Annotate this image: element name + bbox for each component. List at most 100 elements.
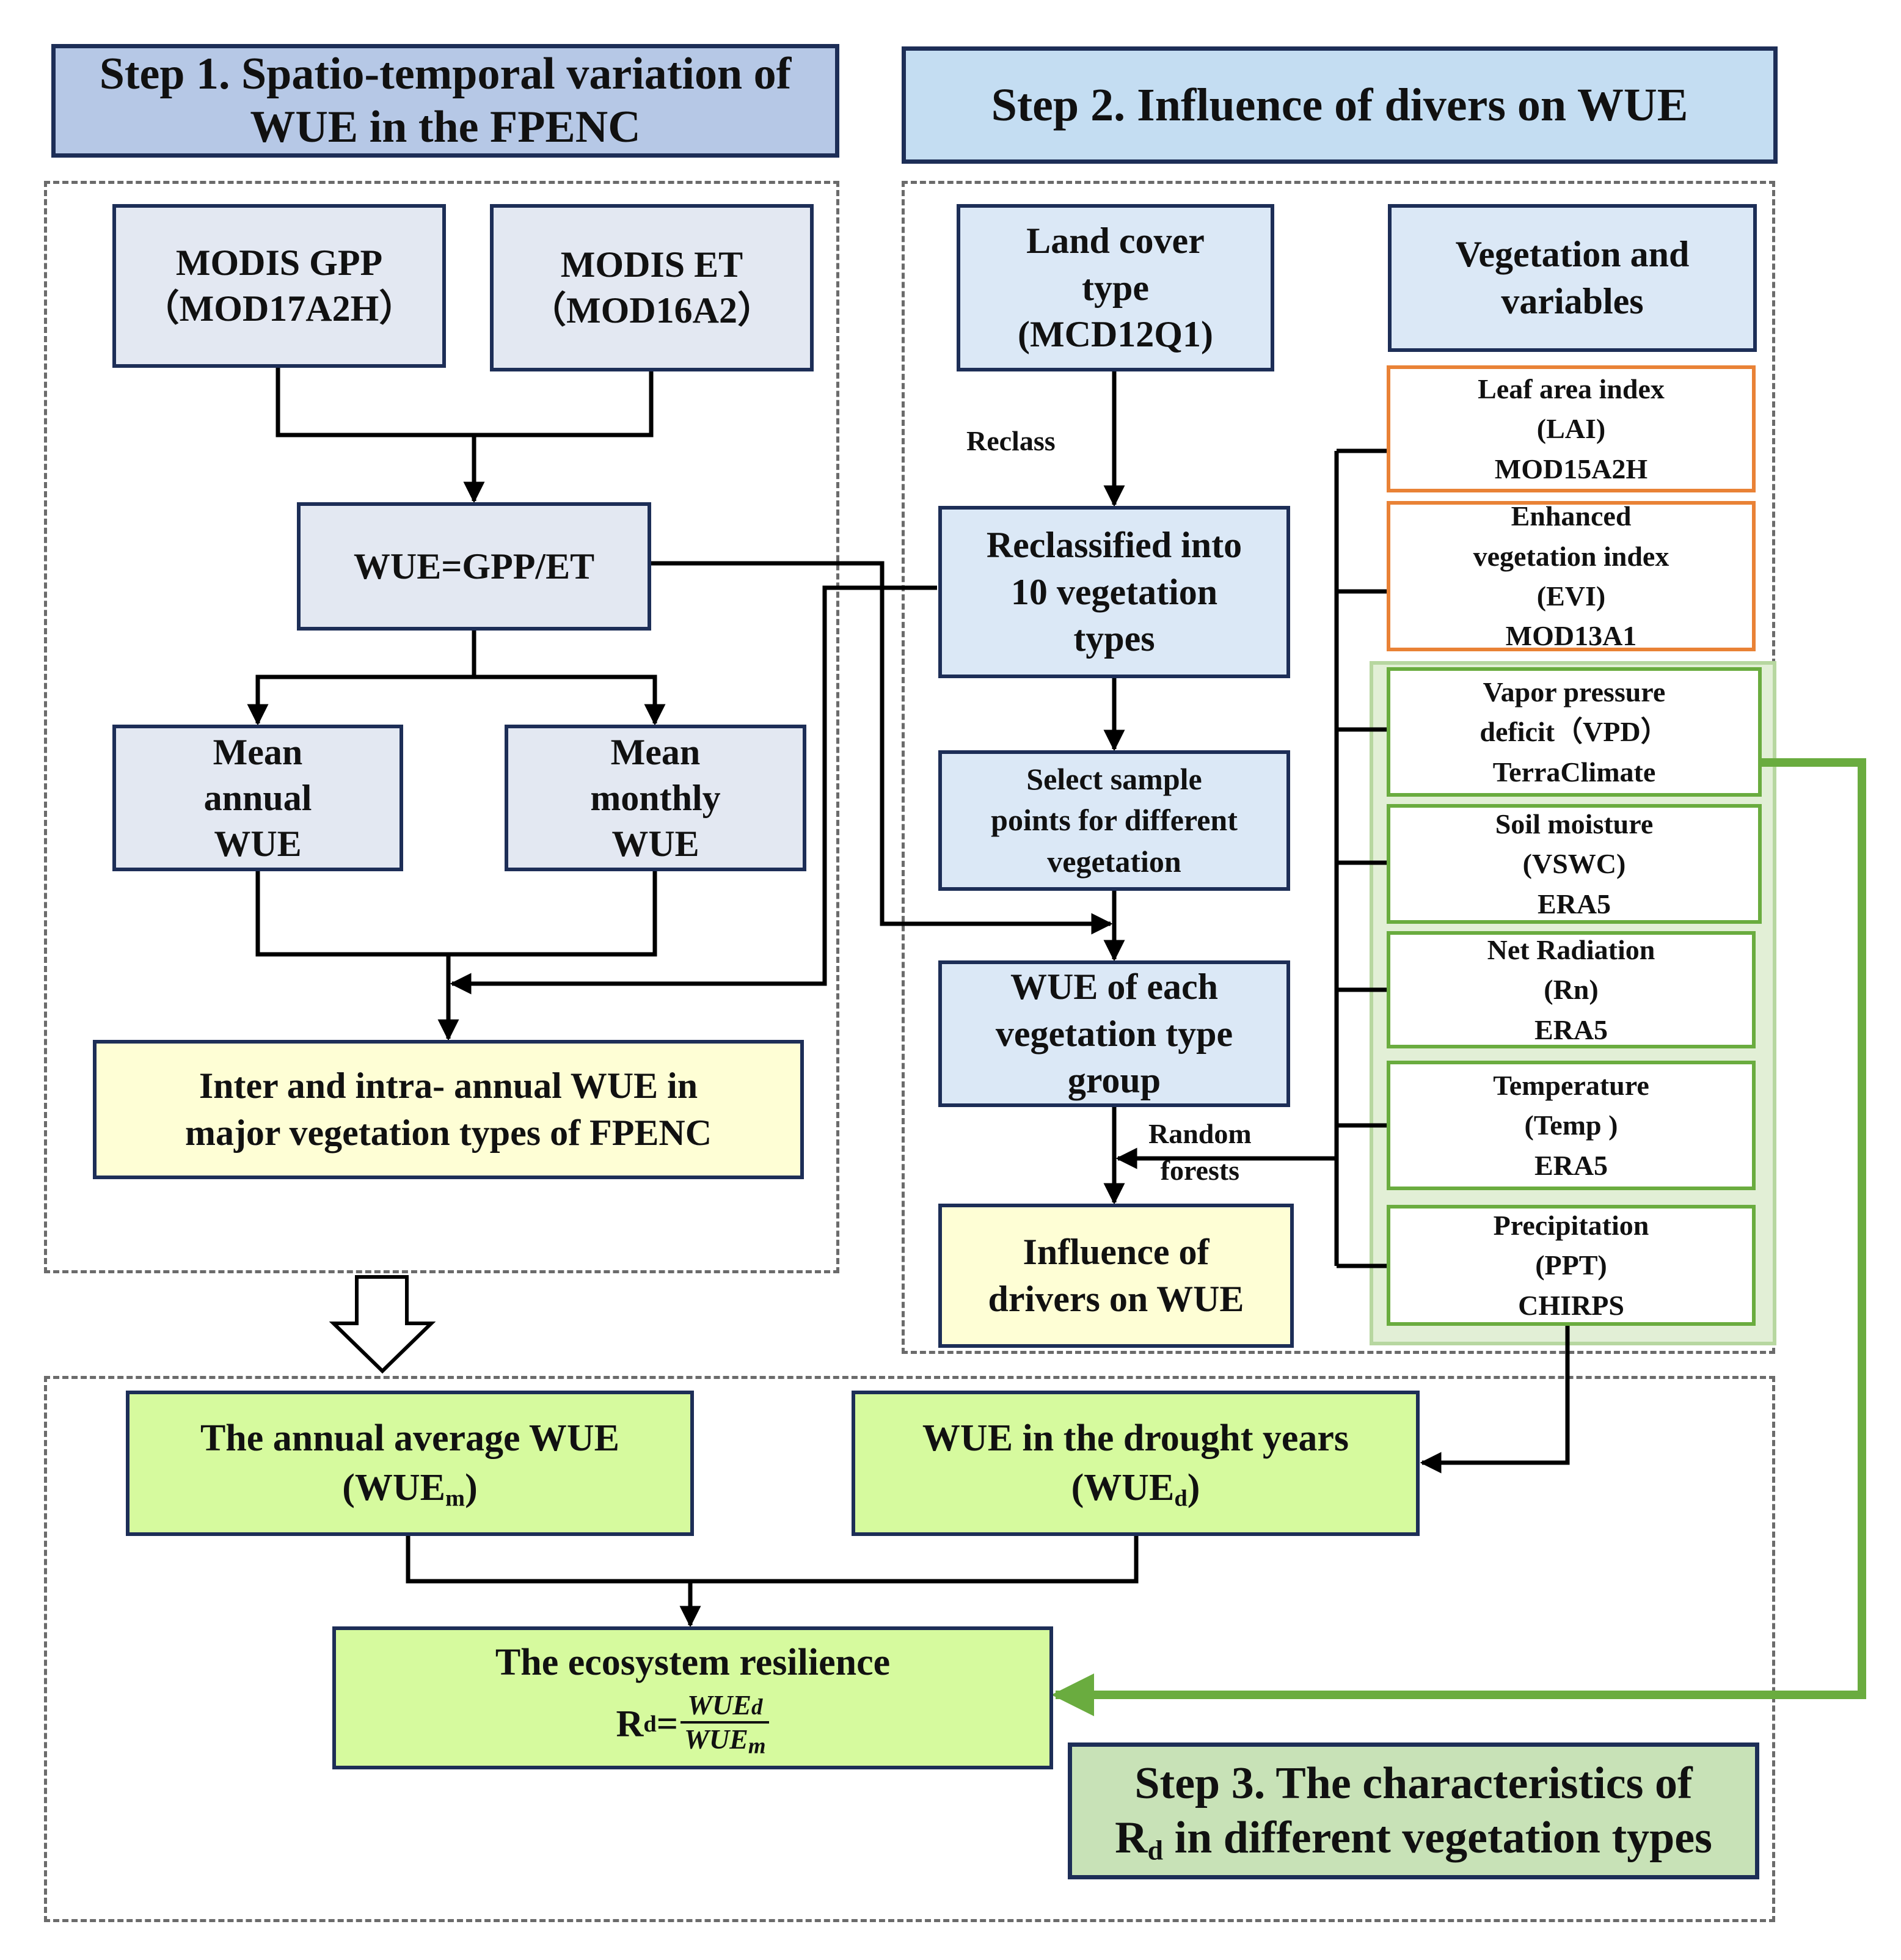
denominator-sub: m [748, 1733, 766, 1758]
ppt-line: (PPT) [1535, 1249, 1607, 1281]
mean-monthly-line: monthly [590, 777, 721, 818]
select-sample-line: points for different [991, 803, 1238, 838]
evi-line: MOD13A1 [1505, 620, 1637, 652]
step3-rest: in different vegetation types [1163, 1813, 1712, 1863]
sm-line: Soil moisture [1495, 808, 1654, 840]
drought-sym: (WUEd) [1071, 1463, 1200, 1513]
drought-close: ) [1187, 1467, 1200, 1508]
reclassified-line: Reclassified into [986, 524, 1242, 565]
resilience-fraction: WUEd WUEm [680, 1691, 770, 1758]
inter-intra-annual-box: Inter and intra- annual WUE in major veg… [93, 1040, 804, 1179]
reclassified-line: 10 vegetation [1010, 571, 1218, 612]
inter-intra-line: Inter and intra- annual WUE in [199, 1066, 698, 1106]
mean-annual-line: annual [203, 777, 312, 818]
step3-header-line: Rd in different vegetation types [1115, 1811, 1712, 1865]
land-cover-line: Land cover [1026, 220, 1205, 261]
rn-line: ERA5 [1534, 1014, 1608, 1045]
rn-line: Net Radiation [1487, 934, 1655, 966]
rn-line: (Rn) [1544, 974, 1599, 1006]
annual-average-line: The annual average WUE [200, 1417, 620, 1460]
annual-average-wue-box: The annual average WUE (WUEm) [126, 1391, 694, 1536]
wue-each-line: vegetation type [995, 1013, 1233, 1054]
step2-header: Step 2. Influence of divers on WUE [902, 46, 1778, 164]
wue-each-line: group [1067, 1060, 1161, 1101]
sm-line: (VSWC) [1522, 848, 1626, 880]
temperature-box: Temperature (Temp ) ERA5 [1387, 1061, 1756, 1190]
resilience-line: The ecosystem resilience [495, 1641, 891, 1683]
evi-box: Enhanced vegetation index (EVI) MOD13A1 [1387, 500, 1756, 651]
influence-of-drivers-box: Influence of drivers on WUE [938, 1204, 1294, 1348]
step1-region [44, 181, 839, 1273]
modis-gpp-box: MODIS GPP （MOD17A2H） [112, 204, 446, 368]
mean-annual-line: WUE [214, 823, 302, 864]
step3-r-sub: d [1147, 1834, 1164, 1866]
veg-vars-line: variables [1501, 281, 1644, 321]
precipitation-box: Precipitation (PPT) CHIRPS [1387, 1205, 1756, 1326]
annual-average-sym: (WUEm) [342, 1463, 477, 1513]
drought-sub: d [1174, 1485, 1188, 1512]
resilience-eq: = [656, 1703, 679, 1745]
wue-split-line [247, 629, 476, 726]
step1-to-step3-hollow-arrow [329, 1275, 436, 1374]
reclass-label: Reclass [966, 425, 1056, 456]
lai-box: Leaf area index (LAI) MOD15A2H [1387, 365, 1756, 492]
mean-annual-wue-box: Mean annual WUE [112, 725, 403, 871]
drought-years-wue-box: WUE in the drought years (WUEd) [852, 1391, 1420, 1536]
resilience-denominator: WUEm [680, 1724, 769, 1758]
random-forests-label: Random forests [1148, 1116, 1252, 1189]
reclassified-line: types [1073, 618, 1155, 659]
wue-formula-box: WUE=GPP/ET [297, 502, 651, 631]
mean-annual-line: Mean [213, 731, 303, 772]
sm-line: ERA5 [1537, 888, 1611, 920]
vpd-box: Vapor pressure deficit（VPD） TerraClimate [1387, 667, 1762, 797]
ppt-to-drought-arrow [1420, 1325, 1570, 1474]
mean-monthly-line: WUE [611, 823, 699, 864]
mean-monthly-wue-box: Mean monthly WUE [505, 725, 806, 871]
select-sample-box: Select sample points for different veget… [938, 750, 1290, 891]
modis-et-line: MODIS ET [560, 244, 743, 285]
gpp-et-merge-line [275, 367, 654, 437]
soil-moisture-box: Soil moisture (VSWC) ERA5 [1387, 804, 1762, 924]
wue-each-line: WUE of each [1010, 966, 1218, 1007]
annual-average-close: ) [465, 1467, 478, 1508]
temp-line: (Temp ) [1524, 1110, 1618, 1141]
drought-paren: (WUE [1071, 1467, 1175, 1508]
land-cover-line: type [1082, 267, 1149, 308]
land-cover-line: (MCD12Q1) [1018, 314, 1213, 355]
step1-header: Step 1. Spatio-temporal variation of WUE… [51, 44, 839, 158]
random-forests-line: Random [1148, 1118, 1252, 1149]
modis-gpp-line: （MOD17A2H） [142, 288, 416, 329]
step3-region [44, 1376, 1775, 1922]
mean-monthly-line: Mean [610, 731, 701, 772]
veg-vars-line: Vegetation and [1455, 234, 1690, 275]
resilience-numerator: WUEd [680, 1691, 770, 1724]
temp-line: ERA5 [1534, 1149, 1608, 1181]
annual-average-paren: (WUE [342, 1467, 446, 1508]
modis-gpp-line: MODIS GPP [175, 243, 383, 283]
random-forests-line: forests [1160, 1154, 1240, 1186]
vpd-line: TerraClimate [1492, 756, 1656, 788]
vpd-line: deficit（VPD） [1480, 716, 1669, 748]
numerator-sub: d [751, 1694, 763, 1720]
vpd-line: Vapor pressure [1483, 676, 1666, 708]
influence-line: Influence of [1023, 1232, 1210, 1273]
lai-line: Leaf area index [1478, 373, 1665, 405]
vegetation-variables-box: Vegetation and variables [1388, 204, 1757, 352]
step2-header-text: Step 2. Influence of divers on WUE [991, 79, 1688, 131]
influence-line: drivers on WUE [988, 1279, 1244, 1319]
resilience-r: R [616, 1703, 644, 1745]
wue-formula-text: WUE=GPP/ET [353, 546, 595, 587]
evi-line: Enhanced [1511, 500, 1632, 532]
step3-header: Step 3. The characteristics of Rd in dif… [1068, 1742, 1759, 1879]
step1-header-line: WUE in the FPENC [250, 102, 641, 152]
ppt-line: Precipitation [1493, 1210, 1649, 1241]
reclassified-box: Reclassified into 10 vegetation types [938, 506, 1290, 678]
step3-r: R [1115, 1813, 1148, 1863]
select-sample-line: Select sample [1026, 761, 1202, 796]
evi-line: vegetation index [1473, 540, 1669, 572]
wue-to-monthly-arrow [474, 675, 666, 726]
temp-line: Temperature [1493, 1070, 1649, 1102]
